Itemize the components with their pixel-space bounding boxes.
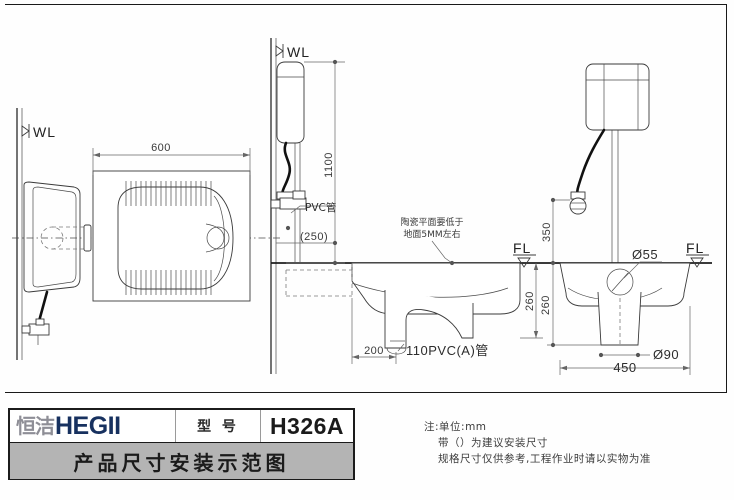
section-drain-leader [397, 343, 405, 352]
front-valve-height-dimension [550, 197, 570, 266]
section-elevation-view [270, 38, 552, 374]
plan-supply-valve [21, 290, 50, 345]
section-fl-label: FL [513, 240, 531, 256]
section-pan-body [351, 262, 521, 355]
section-offset-dimension [276, 225, 338, 246]
notes-block: 注:单位:mm 带（）为建议安装尺寸 规格尺寸仅供参考,工程作业时请以实物为准 [424, 419, 651, 467]
section-fl-symbol [513, 254, 536, 268]
section-ceramic-note-leader [431, 240, 453, 264]
section-height-dimension-text: 1100 [323, 152, 335, 178]
section-offset-dimension-text: (250) [300, 231, 328, 243]
section-outlet-offset-dimension [351, 300, 397, 364]
plan-width-dimension [92, 148, 251, 175]
plan-cistern [23, 181, 81, 293]
front-drain-dia-text: Ø90 [653, 347, 679, 362]
section-depth-dimension [520, 263, 543, 339]
front-angle-valve [569, 191, 587, 215]
plan-tread-ribs-bottom [125, 270, 212, 295]
plan-tread-ribs-top [125, 181, 212, 206]
front-outlet-dia-leader [623, 261, 662, 279]
plan-wl-marker [21, 124, 30, 138]
section-angle-valve [270, 190, 307, 210]
front-depth-dimension [547, 263, 601, 348]
front-cistern [585, 63, 650, 131]
plan-width-dimension-text: 600 [151, 142, 171, 154]
plan-connector [83, 224, 92, 252]
plan-pan-body [117, 186, 234, 290]
section-pvc-pipe [294, 143, 301, 262]
model-value: H326A [269, 412, 345, 439]
section-flush-hose [280, 141, 292, 199]
section-cistern [276, 61, 305, 144]
model-label: 型 号 [176, 410, 261, 442]
section-drain-label: 110PVC(A)管 [406, 343, 489, 358]
front-drain-dia-dimension [598, 352, 650, 358]
brand-logo-en: HEGII [55, 411, 121, 440]
drawing-title: 产品尺寸安装示范图 [10, 443, 353, 479]
section-outlet-offset-text: 200 [364, 345, 384, 357]
section-hidden-connector [285, 263, 353, 300]
title-block-top-row: 恒洁 HEGII 型 号 H326A [10, 410, 353, 443]
front-outlet-dia-text: Ø55 [632, 247, 658, 262]
front-valve-height-text: 350 [541, 222, 553, 242]
note-line-1: 注:单位:mm [424, 421, 487, 433]
brand-logo-cn: 恒洁 [16, 414, 55, 438]
brand-logo: 恒洁 HEGII [10, 410, 176, 442]
section-wl-label: WL [287, 44, 310, 60]
section-depth-dimension-text: 260 [524, 291, 536, 311]
section-ceramic-note-line1: 陶瓷平面要低于 [400, 216, 463, 228]
front-width-dimension [559, 306, 691, 375]
plan-view [12, 108, 282, 360]
title-block: 恒洁 HEGII 型 号 H326A 产品尺寸安装示范图 [8, 408, 355, 480]
front-elevation-view [547, 63, 712, 375]
note-line-2: 带（）为建议安装尺寸 [438, 437, 548, 449]
front-width-dimension-text: 450 [613, 360, 636, 375]
front-pan-body [559, 262, 691, 346]
front-fl-symbol [686, 254, 709, 268]
section-ceramic-note-line2: 地面5MM左右 [403, 228, 460, 240]
section-wl-marker [275, 44, 284, 58]
plan-outlet-dashed [40, 226, 88, 250]
section-pvc-leader [290, 205, 332, 214]
plan-wl-label: WL [33, 124, 56, 140]
front-flush-hose [575, 128, 606, 198]
note-line-3: 规格尺寸仅供参考,工程作业时请以实物为准 [438, 453, 651, 465]
plan-wall [16, 108, 23, 360]
front-fl-label: FL [686, 240, 704, 256]
section-pvc-pipe-label: PVC管 [305, 201, 336, 214]
section-height-dimension [286, 59, 345, 266]
front-pvc-pipe [611, 130, 619, 264]
front-depth-dimension-text: 260 [540, 295, 552, 315]
